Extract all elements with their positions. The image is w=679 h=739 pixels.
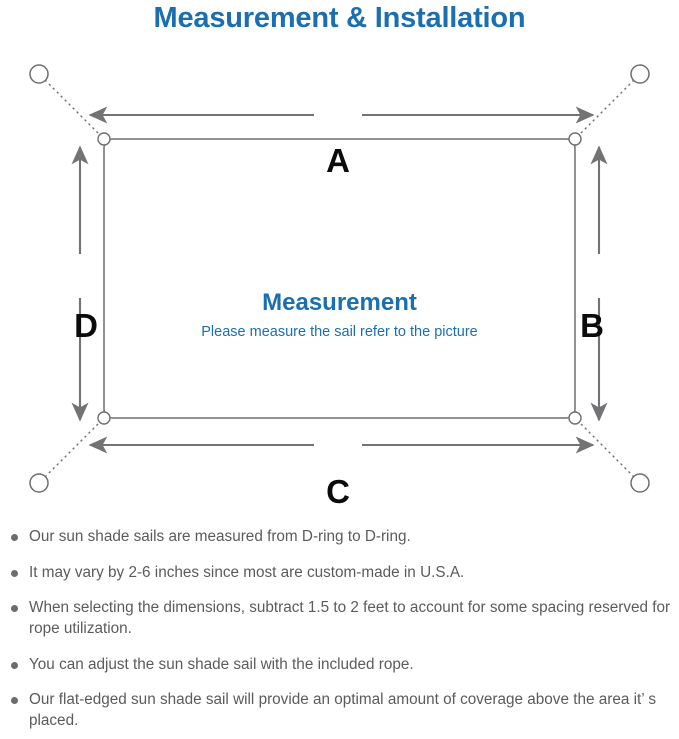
- bullet-icon: [11, 534, 18, 541]
- note-text: Our sun shade sails are measured from D-…: [29, 528, 411, 545]
- rope-lines: [44, 79, 635, 478]
- sail-outline: [103, 138, 576, 419]
- anchor-bottom-left: [29, 473, 49, 493]
- rope-line-top-left: [44, 79, 100, 135]
- dimension-label-d: D: [74, 307, 98, 344]
- notes-list: Our sun shade sails are measured from D-…: [0, 527, 679, 731]
- list-item: It may vary by 2-6 inches since most are…: [0, 563, 679, 584]
- bullet-icon: [11, 661, 18, 669]
- rope-line-top-right: [579, 79, 635, 135]
- anchor-top-right: [630, 64, 650, 84]
- measurement-heading: Measurement: [262, 289, 417, 316]
- note-text: When selecting the dimensions, subtract …: [29, 599, 671, 637]
- dimension-arrows: [71, 106, 608, 454]
- list-item: Our sun shade sails are measured from D-…: [0, 527, 679, 548]
- measurement-subtext: Please measure the sail refer to the pic…: [201, 324, 478, 340]
- list-item: When selecting the dimensions, subtract …: [0, 598, 679, 639]
- d-ring-top-left: [97, 132, 111, 146]
- anchor-top-left: [29, 64, 49, 84]
- d-ring-bottom-left: [97, 411, 111, 425]
- list-item: You can adjust the sun shade sail with t…: [0, 655, 679, 676]
- d-ring-bottom-right: [568, 411, 582, 425]
- note-text: You can adjust the sun shade sail with t…: [29, 655, 414, 673]
- dimension-label-a: A: [326, 142, 350, 179]
- sail-diagram-svg: [29, 64, 650, 493]
- rope-line-bottom-right: [579, 422, 635, 478]
- anchor-bottom-right: [630, 473, 650, 493]
- anchor-rings: [29, 64, 650, 493]
- note-text: Our flat-edged sun shade sail will provi…: [29, 691, 656, 729]
- bullet-icon: [11, 569, 18, 577]
- rope-line-bottom-left: [44, 422, 100, 478]
- page-title: Measurement & Installation: [153, 2, 526, 34]
- dimension-label-c: C: [326, 473, 350, 510]
- d-ring-top-right: [568, 132, 582, 146]
- note-text: It may vary by 2-6 inches since most are…: [29, 563, 465, 581]
- bullet-icon: [11, 697, 18, 705]
- dimension-label-b: B: [580, 307, 604, 344]
- measurement-diagram: Measurement Please measure the sail refe…: [0, 46, 679, 516]
- list-item: Our flat-edged sun shade sail will provi…: [0, 690, 679, 731]
- bullet-icon: [11, 605, 18, 613]
- d-rings: [97, 132, 582, 425]
